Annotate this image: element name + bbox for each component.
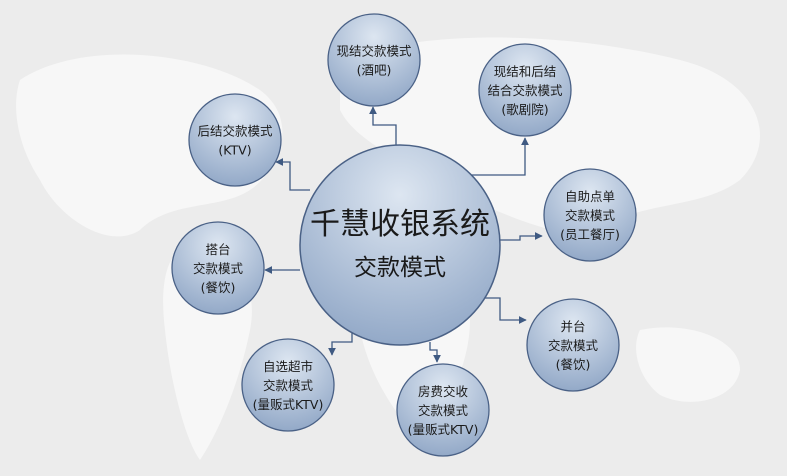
node-label: 交款模式 [565, 208, 616, 223]
node-label: (量贩式KTV) [408, 422, 479, 437]
connector-room [429, 342, 441, 363]
node-circle [396, 363, 490, 457]
node-label: 结合交款模式 [487, 83, 563, 98]
node-label: 自选超市 [263, 359, 313, 374]
node-label: 后结交款模式 [197, 124, 273, 139]
node-label: (量贩式KTV) [253, 397, 324, 412]
node-label: (歌剧院) [501, 102, 548, 117]
connector-market [328, 332, 353, 356]
node-label: 交款模式 [193, 261, 244, 276]
node-label: 房费交收 [418, 384, 469, 399]
node-label: 现结和后结 [494, 64, 557, 79]
node-label: (KTV) [218, 143, 251, 158]
node-bar: 现结交款模式 (酒吧) [327, 13, 421, 107]
connector-opera [470, 137, 529, 176]
node-circle [171, 221, 265, 315]
node-circle [526, 298, 620, 392]
node-label: 交款模式 [263, 378, 314, 393]
connector-staff [498, 232, 543, 241]
node-circle [241, 338, 335, 432]
node-label: 现结交款模式 [336, 44, 412, 59]
node-circle [543, 168, 637, 262]
center-subtitle: 交款模式 [354, 255, 446, 281]
node-label: 自助点单 [565, 189, 615, 204]
node-label: (酒吧) [357, 63, 392, 78]
node-ktv: 后结交款模式 (KTV) [188, 93, 282, 187]
node-label: 交款模式 [418, 403, 469, 418]
connectors [264, 106, 543, 363]
node-label: 搭台 [205, 242, 230, 257]
node-circle [478, 43, 572, 137]
node-circle [327, 13, 421, 107]
connector-bar [369, 106, 397, 146]
center-node: 千慧收银系统 交款模式 [299, 144, 501, 346]
node-label: (餐饮) [201, 280, 236, 295]
node-circle [188, 93, 282, 187]
node-label: (员工餐厅) [560, 227, 620, 242]
node-label: 并台 [560, 319, 585, 334]
connector-merge [482, 297, 527, 324]
node-label: (餐饮) [556, 357, 591, 372]
node-label: 交款模式 [548, 338, 599, 353]
center-title: 千慧收银系统 [310, 207, 490, 242]
connector-ktv [275, 158, 310, 191]
